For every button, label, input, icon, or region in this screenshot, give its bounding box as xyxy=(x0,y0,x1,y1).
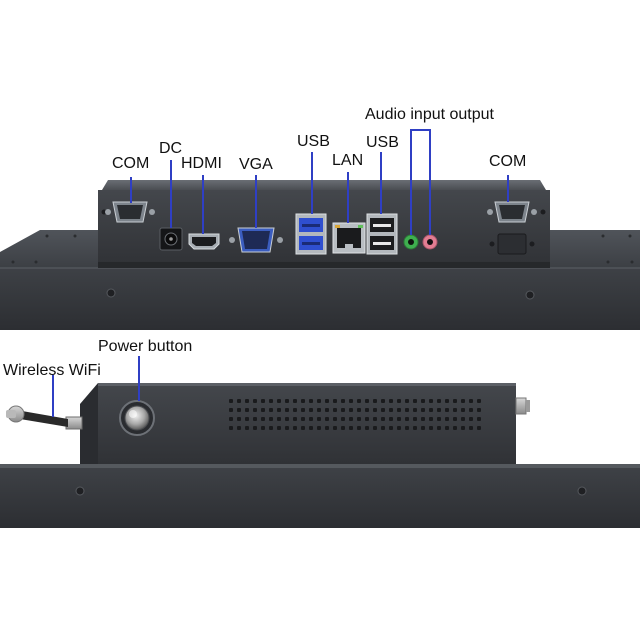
vent-grille xyxy=(228,398,484,434)
lower-panel-top-edge xyxy=(0,464,640,468)
callout-lines-rear xyxy=(130,129,509,235)
label-usb-left: USB xyxy=(297,133,330,150)
usb-stack-right xyxy=(366,213,398,255)
rear-box-top xyxy=(102,180,546,190)
audio-jack-green xyxy=(403,234,419,250)
power-button xyxy=(119,400,155,436)
label-usb-right: USB xyxy=(366,134,399,151)
lower-screw-left xyxy=(75,486,85,496)
rear-labels: COM DC HDMI VGA USB LAN USB Audio input … xyxy=(112,106,526,173)
usb-stack-left xyxy=(295,213,327,255)
com-port-right xyxy=(487,201,537,223)
hdmi-port xyxy=(188,233,220,250)
lower-screw-right xyxy=(577,486,587,496)
label-com-left: COM xyxy=(112,155,149,172)
dc-jack xyxy=(159,227,183,251)
side-thumbscrew xyxy=(515,397,530,415)
panel-screw-left xyxy=(106,288,116,298)
label-power-button: Power button xyxy=(98,338,192,355)
label-hdmi: HDMI xyxy=(181,155,222,172)
label-lan: LAN xyxy=(332,152,363,169)
panel-screw-right xyxy=(525,290,535,300)
side-box-left-bevel xyxy=(80,383,98,464)
panel-surface-dots xyxy=(11,234,634,264)
lower-panel-front xyxy=(0,468,640,528)
com-port-left xyxy=(105,201,155,223)
label-dc: DC xyxy=(159,140,182,157)
side-view: Power button Wireless WiFi xyxy=(0,338,640,528)
label-wireless-wifi: Wireless WiFi xyxy=(3,362,101,379)
audio-jack-pink xyxy=(422,234,438,250)
lan-port xyxy=(332,222,366,254)
panel-front-face xyxy=(0,268,640,330)
com-cover-plate xyxy=(489,233,535,255)
vga-port xyxy=(229,227,283,253)
label-com-right: COM xyxy=(489,153,526,170)
label-vga: VGA xyxy=(239,156,273,173)
wifi-antenna xyxy=(6,405,83,430)
callout-lines-side xyxy=(52,356,140,417)
rear-view: COM DC HDMI VGA USB LAN USB Audio input … xyxy=(0,106,640,330)
label-audio: Audio input output xyxy=(365,106,495,123)
